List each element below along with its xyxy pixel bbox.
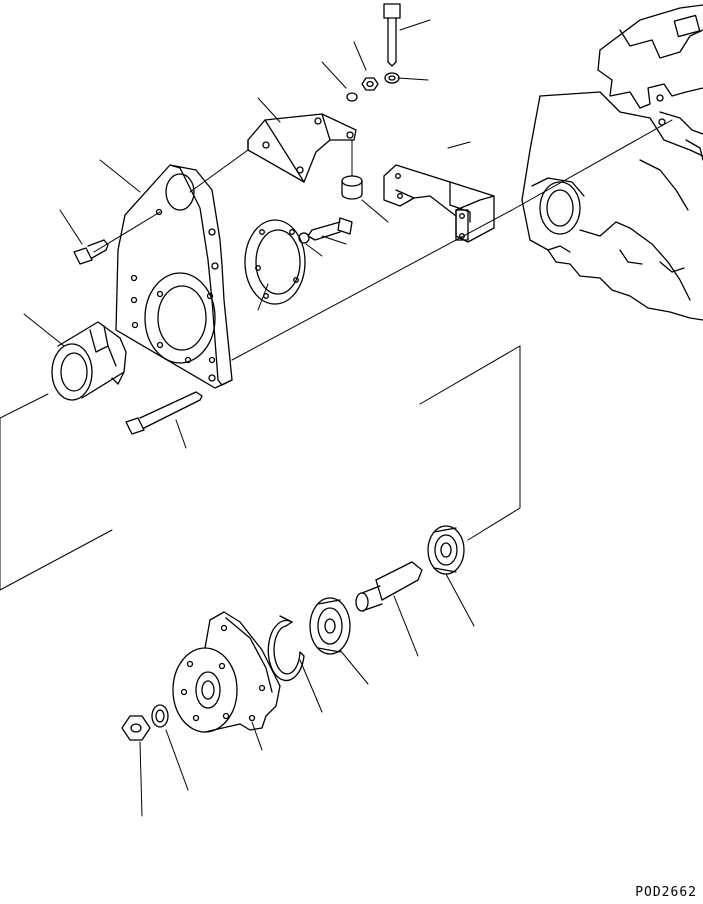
bracket-plate bbox=[115, 164, 233, 389]
shaft bbox=[355, 561, 423, 612]
nut bbox=[121, 715, 151, 741]
bolt bbox=[307, 217, 353, 241]
bolt bbox=[125, 391, 203, 435]
figure-code: POD2662 bbox=[635, 885, 697, 900]
bolt bbox=[383, 3, 401, 67]
bearing bbox=[309, 597, 351, 655]
spacer-pipe bbox=[383, 164, 495, 243]
snap-ring bbox=[267, 615, 305, 682]
callout-leaders bbox=[23, 19, 475, 817]
assembly-lines bbox=[0, 119, 673, 591]
bolt bbox=[73, 239, 109, 265]
bearing bbox=[427, 525, 465, 575]
mounting-bracket bbox=[247, 113, 357, 183]
collar bbox=[341, 175, 363, 200]
pump-housing bbox=[172, 611, 281, 733]
coupling bbox=[51, 321, 127, 401]
nut bbox=[361, 77, 379, 91]
washer bbox=[151, 704, 169, 728]
engine-block bbox=[521, 4, 703, 321]
gasket bbox=[244, 219, 306, 305]
